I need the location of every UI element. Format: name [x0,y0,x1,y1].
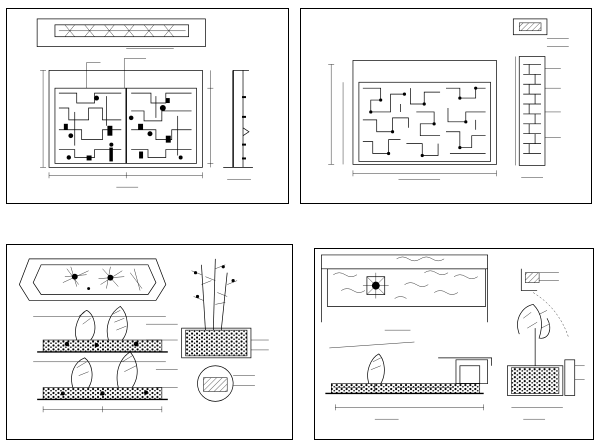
wall-plan-panel [326,268,487,307]
planter-elevation-upper [33,305,168,353]
shelf-section-detail [223,70,253,180]
shelf-ornaments [63,95,183,162]
maze-wall-outline [352,60,497,165]
leader-lines [86,48,174,89]
maze-wall-drawing [328,18,569,180]
tree-planter-section [507,304,585,408]
plan-outline [36,18,206,47]
garden-wall-landscape-sheet [314,248,594,440]
wall-plan-top [321,254,488,270]
bamboo-planter-sheet [6,244,293,440]
planter-plan-outline [18,258,167,301]
column-plan [512,18,548,36]
dimension-lines [42,406,163,413]
garden-wall-elevation [325,341,492,411]
bamboo-section [181,258,269,359]
maze-nodes [369,86,478,158]
shelf-wall-outline [48,70,203,168]
leader-lines [146,323,178,388]
bamboo-planter-drawing [18,258,269,413]
shelf-wall-elevation-sheet [6,8,289,204]
dimension-lines [40,70,214,179]
plan-inner [54,24,189,38]
maze-screen-wall-sheet [300,8,592,204]
detail-callout-circle [197,365,255,402]
shelf-wall-drawing [36,18,253,188]
column-section [518,56,546,166]
garden-wall-drawing [321,254,585,420]
column-lattice [523,64,542,154]
shelf-compartments [58,92,192,158]
top-right-detail [520,268,569,339]
planter-elevation-lower [33,351,168,401]
dimension-lines [328,64,497,177]
